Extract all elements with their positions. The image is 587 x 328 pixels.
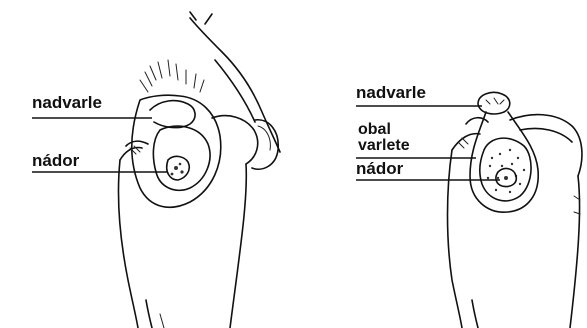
figure-right: nadvarle obal varlete nádor [356, 83, 582, 328]
figure-left: nadvarle nádor [32, 12, 280, 328]
label-varlete-right: varlete [358, 137, 410, 154]
label-nadvarle-left: nadvarle [32, 93, 102, 112]
label-nadvarle-right: nadvarle [356, 83, 426, 102]
label-nador-right: nádor [356, 159, 404, 178]
label-obal-right: obal [358, 121, 391, 138]
label-nador-left: nádor [32, 151, 80, 170]
